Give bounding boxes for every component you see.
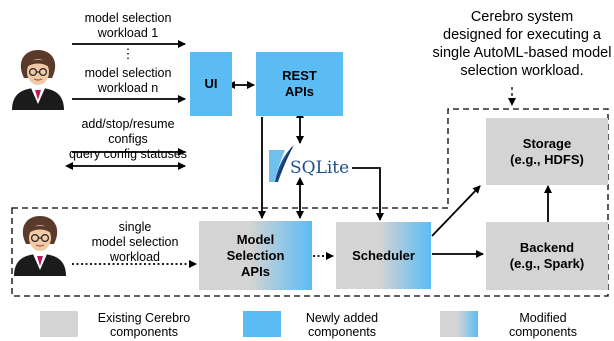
description-line-1: Cerebro system [470,9,574,25]
backend-box: Backend (e.g., Spark) [486,222,608,290]
legend-new-label: Newly added components [305,311,379,339]
scheduler-storage-arrow [431,185,481,237]
sqlite-label: SQLite [290,158,350,178]
model-selection-apis-box: Model Selection APIs [199,221,312,290]
sqlite-scheduler-arrow [352,167,384,221]
description-line-4: selection workload. [460,63,584,79]
description-line-3: single AutoML-based model [432,45,612,61]
sqlite-feather-icon [269,145,294,182]
legend-new-swatch [243,311,281,337]
user-avatar-icon [14,216,66,276]
system-description: Cerebro system designed for executing a … [432,8,612,80]
workload-1-label: model selection workload 1 [84,11,172,40]
legend-existing-swatch [40,311,78,337]
legend-existing-label: Existing Cerebro components [97,311,191,339]
user-avatar-icon [12,50,64,110]
single-workload-label: single model selection workload [91,220,179,264]
ui-box: UI [190,52,232,116]
legend-modified-swatch [440,311,478,337]
workload-n-label: model selection workload n [84,66,172,95]
scheduler-box: Scheduler [336,222,431,289]
legend-modified-label: Modified components [508,311,578,339]
ellipsis-label: ⋮ [121,46,135,61]
description-line-2: designed for executing a [443,27,601,43]
cerebro-system-boundary [11,108,609,297]
query-statuses-label: query config statuses [68,147,188,161]
storage-box: Storage (e.g., HDFS) [486,118,608,185]
configs-label: add/stop/resume configs [81,117,175,146]
rest-apis-box: REST APIs [256,52,343,116]
